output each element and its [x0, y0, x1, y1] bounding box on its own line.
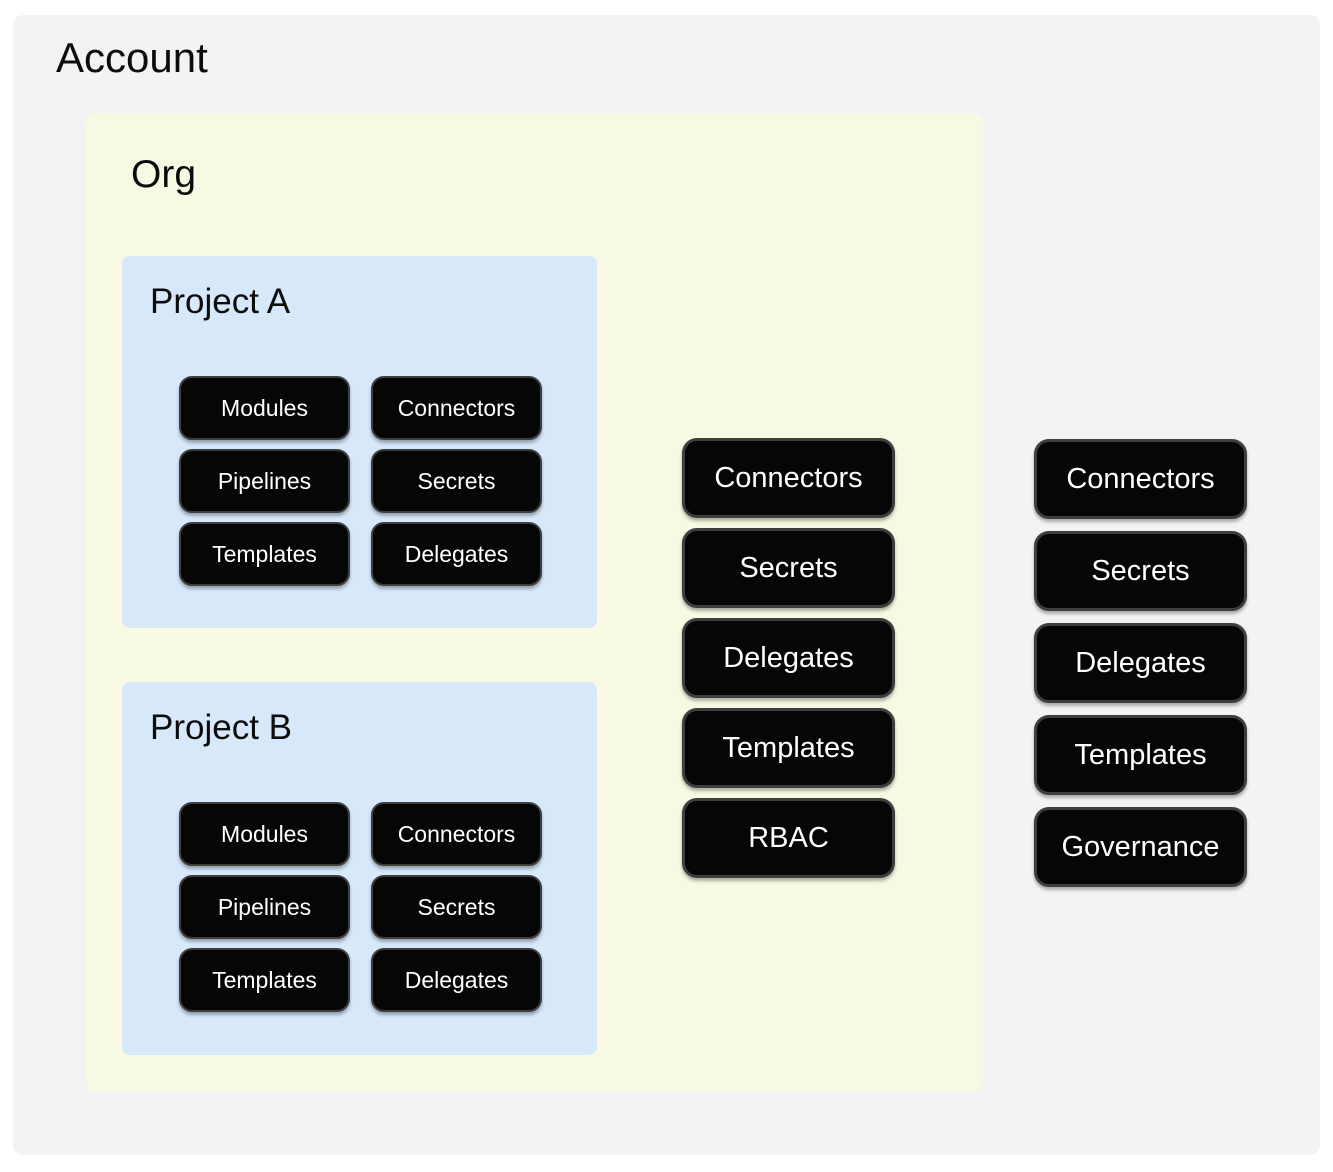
project-b-title: Project B [150, 708, 292, 747]
project-a-delegates-chip: Delegates [371, 522, 542, 586]
account-delegates-chip: Delegates [1034, 623, 1247, 703]
project-b-pipelines-chip: Pipelines [179, 875, 350, 939]
org-secrets-chip: Secrets [682, 528, 895, 608]
account-connectors-chip: Connectors [1034, 439, 1247, 519]
project-b-secrets-chip: Secrets [371, 875, 542, 939]
account-chip-column: Connectors Secrets Delegates Templates G… [1034, 439, 1247, 887]
account-templates-chip: Templates [1034, 715, 1247, 795]
org-templates-chip: Templates [682, 708, 895, 788]
org-connectors-chip: Connectors [682, 438, 895, 518]
project-b-connectors-chip: Connectors [371, 802, 542, 866]
project-b-container: Project B Modules Connectors Pipelines S… [122, 682, 597, 1055]
project-b-modules-chip: Modules [179, 802, 350, 866]
project-a-secrets-chip: Secrets [371, 449, 542, 513]
project-a-pipelines-chip: Pipelines [179, 449, 350, 513]
project-a-templates-chip: Templates [179, 522, 350, 586]
project-b-templates-chip: Templates [179, 948, 350, 1012]
project-a-container: Project A Modules Connectors Pipelines S… [122, 256, 597, 628]
account-governance-chip: Governance [1034, 807, 1247, 887]
account-container: Account Org Project A Modules Connectors… [13, 15, 1320, 1155]
org-title: Org [131, 153, 197, 196]
org-container: Org Project A Modules Connectors Pipelin… [86, 113, 983, 1092]
project-a-connectors-chip: Connectors [371, 376, 542, 440]
project-a-chip-grid: Modules Connectors Pipelines Secrets Tem… [179, 376, 542, 586]
org-delegates-chip: Delegates [682, 618, 895, 698]
project-a-modules-chip: Modules [179, 376, 350, 440]
project-a-title: Project A [150, 282, 291, 321]
org-rbac-chip: RBAC [682, 798, 895, 878]
account-title: Account [56, 34, 208, 81]
project-b-chip-grid: Modules Connectors Pipelines Secrets Tem… [179, 802, 542, 1012]
org-chip-column: Connectors Secrets Delegates Templates R… [682, 438, 895, 878]
project-b-delegates-chip: Delegates [371, 948, 542, 1012]
account-secrets-chip: Secrets [1034, 531, 1247, 611]
